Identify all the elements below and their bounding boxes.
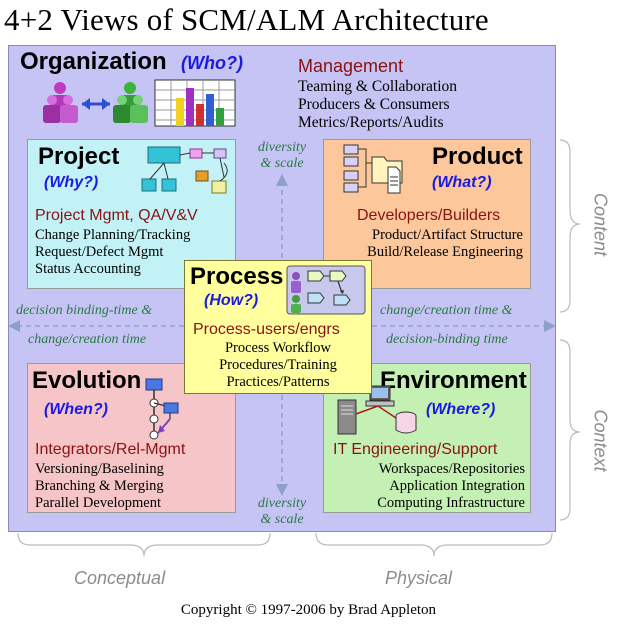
environment-header: Environment: [380, 367, 527, 394]
evolution-question: (When?): [44, 401, 108, 418]
project-line: Status Accounting: [35, 261, 141, 277]
axis-bottom-line: & scale: [260, 512, 304, 527]
project-header: Project: [38, 143, 120, 170]
project-line: Request/Defect Mgmt: [35, 244, 164, 260]
organization-question: (Who?): [181, 53, 243, 73]
environment-lines: Workspaces/Repositories Application Inte…: [345, 461, 525, 512]
organization-role: Management: [298, 56, 404, 76]
process-header: Process: [190, 263, 284, 290]
environment-line: Workspaces/Repositories: [378, 461, 525, 477]
process-question: (How?): [204, 292, 259, 309]
product-header: Product: [432, 143, 523, 170]
evolution-header: Evolution: [32, 367, 142, 394]
evolution-line: Branching & Merging: [35, 478, 164, 494]
process-workflow-icon: [286, 265, 366, 315]
organization-header: Organization: [20, 48, 167, 75]
axis-top-label: diversity & scale: [250, 140, 314, 172]
copyright-text: Copyright © 1997-2006 by Brad Appleton: [180, 602, 437, 618]
environment-role: IT Engineering/Support: [333, 441, 498, 458]
project-role: Project Mgmt, QA/V&V: [35, 207, 198, 224]
organization-line: Metrics/Reports/Audits: [298, 114, 444, 131]
project-flow-icon: [141, 146, 228, 194]
organization-line: Producers & Consumers: [298, 96, 450, 113]
environment-line: Application Integration: [389, 478, 525, 494]
physical-label: Physical: [385, 568, 453, 588]
computer-database-icon: [337, 385, 417, 435]
evolution-line: Versioning/Baselining: [35, 461, 164, 477]
process-line: Practices/Patterns: [226, 374, 330, 390]
diagram-title: 4+2 Views of SCM/ALM Architecture: [4, 2, 489, 37]
content-label: Content: [590, 192, 611, 257]
conceptual-bracket: [17, 532, 271, 557]
evolution-line: Parallel Development: [35, 495, 162, 511]
context-bracket: [559, 339, 581, 521]
spreadsheet-chart-icon: [154, 79, 236, 127]
axis-bottom-line: diversity: [257, 496, 307, 511]
product-role: Developers/Builders: [357, 207, 501, 224]
product-files-icon: [343, 144, 403, 194]
project-line: Change Planning/Tracking: [35, 227, 191, 243]
people-group-icon-right: [113, 82, 148, 123]
people-group-icon-left: [43, 82, 78, 123]
double-arrow-icon: [82, 98, 110, 110]
axis-left-line-1: decision binding-time &: [16, 303, 153, 318]
product-line: Product/Artifact Structure: [372, 227, 523, 243]
evolution-role: Integrators/Rel-Mgmt: [35, 441, 186, 458]
axis-top-line: & scale: [260, 156, 304, 171]
evolution-lines: Versioning/Baselining Branching & Mergin…: [35, 461, 164, 512]
environment-question: (Where?): [426, 401, 496, 418]
process-lines: Process Workflow Procedures/Training Pra…: [184, 340, 372, 391]
axis-bottom-label: diversity & scale: [250, 496, 314, 528]
content-bracket: [559, 139, 581, 313]
axis-right-line-2: decision-binding time: [386, 332, 508, 347]
product-question: (What?): [432, 174, 492, 191]
branching-tree-icon: [145, 378, 179, 440]
axis-left-line-2: change/creation time: [28, 332, 147, 347]
physical-bracket: [315, 532, 553, 557]
organization-icons: [43, 79, 236, 127]
product-line: Build/Release Engineering: [367, 244, 523, 260]
environment-line: Computing Infrastructure: [377, 495, 525, 511]
process-line: Procedures/Training: [219, 357, 337, 373]
process-line: Process Workflow: [224, 340, 332, 356]
organization-lines: Teaming & Collaboration Producers & Cons…: [298, 78, 457, 132]
process-role: Process-users/engrs: [193, 321, 340, 338]
project-lines: Change Planning/Tracking Request/Defect …: [35, 227, 190, 278]
organization-line: Teaming & Collaboration: [298, 78, 458, 95]
conceptual-label: Conceptual: [74, 568, 166, 588]
product-lines: Product/Artifact Structure Build/Release…: [347, 227, 523, 261]
axis-right-line-1: change/creation time &: [380, 303, 513, 318]
axis-top-line: diversity: [257, 140, 307, 155]
project-question: (Why?): [44, 174, 99, 191]
context-label: Context: [590, 409, 611, 472]
